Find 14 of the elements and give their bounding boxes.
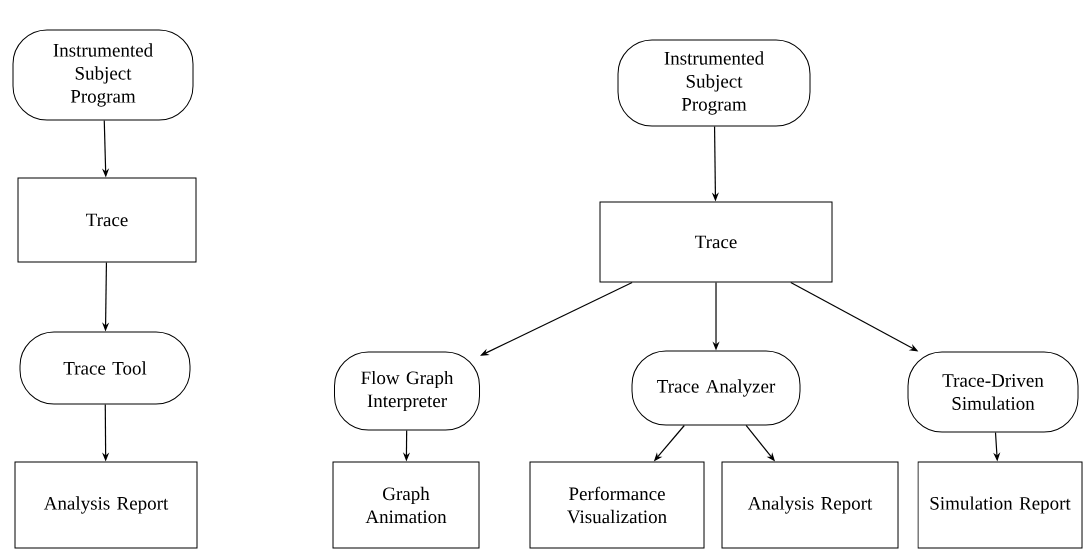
rounded-process-box: Trace Tool [19, 331, 191, 405]
rounded-process-box: Trace-Driven Simulation [907, 351, 1079, 433]
process-box: Trace [17, 177, 197, 263]
process-box: Performance Visualization [529, 461, 705, 549]
process-box: Analysis Report [14, 461, 198, 549]
rounded-process-box: Instrumented Subject Program [617, 39, 811, 127]
rounded-process-box: Trace Analyzer [631, 350, 801, 426]
process-box: Analysis Report [721, 461, 899, 549]
process-box: Simulation Report [917, 461, 1083, 549]
rounded-process-box: Instrumented Subject Program [12, 29, 194, 121]
process-box: Trace [599, 201, 833, 283]
arrow [480, 281, 633, 356]
rounded-process-box: Flow Graph Interpreter [334, 351, 480, 431]
process-box: Graph Animation [332, 461, 480, 549]
